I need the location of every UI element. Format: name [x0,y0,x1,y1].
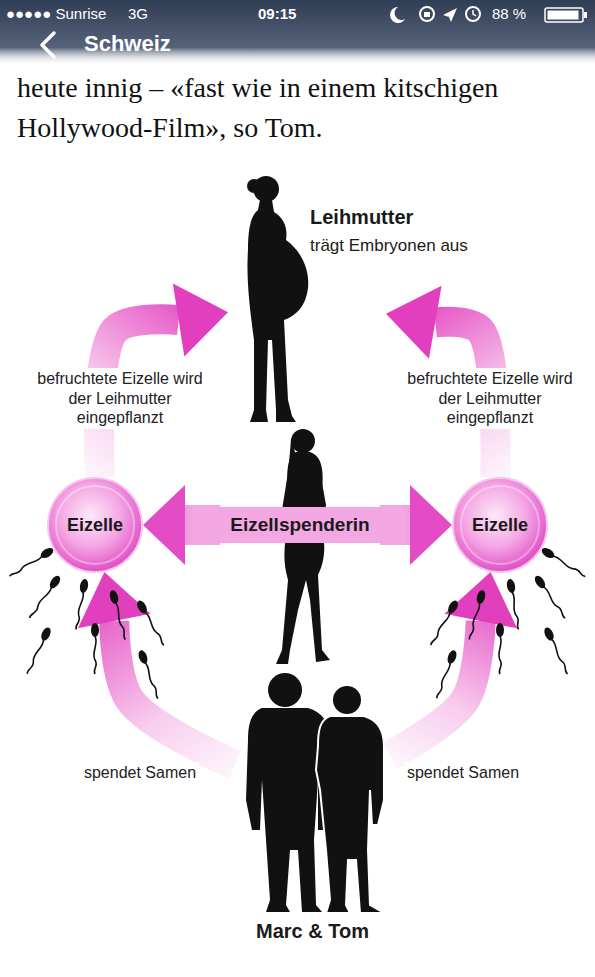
status-time: 09:15 [258,5,296,23]
egg-cell: Eizelle [452,477,548,573]
alarm-icon [466,7,480,21]
surrogate-silhouette [247,176,308,422]
status-bar-shade [0,0,595,66]
figure-title: Leihmutter [310,206,413,229]
egg-membrane [48,478,142,572]
figure-subtitle: trägt Embryonen aus [310,236,468,256]
alarm-icon [473,10,476,16]
pink-arrow [78,572,235,765]
arrow-shaft [114,621,235,765]
battery-icon [548,11,579,20]
status-network: 3G [128,5,148,23]
double-arrow-half [380,485,452,565]
surrogate-figure: Leihmutterträgt Embryonen aus [228,170,386,430]
egg-cell: Eizelle [47,477,143,573]
battery-icon [584,12,587,18]
egg-label: Eizelle [472,515,528,536]
arrow-shaft [380,505,410,545]
moon-icon [390,7,405,23]
article-text: heute innig – «fast wie in einem kitschi… [17,68,582,148]
arrow-head [386,286,442,359]
egg-inner-ring [56,486,134,564]
arrow-head [173,284,228,357]
edge-label: befruchtete Eizelle wird der Leihmutter … [401,368,579,429]
egg-inner-ring [461,486,539,564]
couple-figure: Marc & Tom [235,668,390,958]
status-carrier: ●●●●● Sunrise [6,5,106,23]
rotation-lock-icon [420,7,434,21]
edge-label: spendet Samen [404,762,522,784]
nav-section-title: Schweiz [84,31,171,57]
back-chevron [42,33,54,57]
edge-label: spendet Samen [81,762,199,784]
egg-membrane [453,478,547,572]
battery-icon [545,8,583,22]
location-icon [443,8,457,22]
double-arrow-half [143,485,220,565]
arrow-shaft [390,621,481,755]
arrow-shaft [185,505,220,545]
donor-silhouette [276,429,330,664]
arrow-head [410,485,452,565]
arrow-head [143,485,185,565]
egg-label: Eizelle [67,515,123,536]
rotation-lock-icon [424,12,430,17]
status-battery-level: 88 % [492,5,526,23]
figure-title: Marc & Tom [235,920,390,943]
donor-band: Eizellspenderin [220,507,379,543]
pink-arrow [390,572,517,756]
band-label: Eizellspenderin [230,514,369,536]
edge-label: befruchtete Eizelle wird der Leihmutter … [31,368,209,429]
couple-silhouette [246,673,384,913]
